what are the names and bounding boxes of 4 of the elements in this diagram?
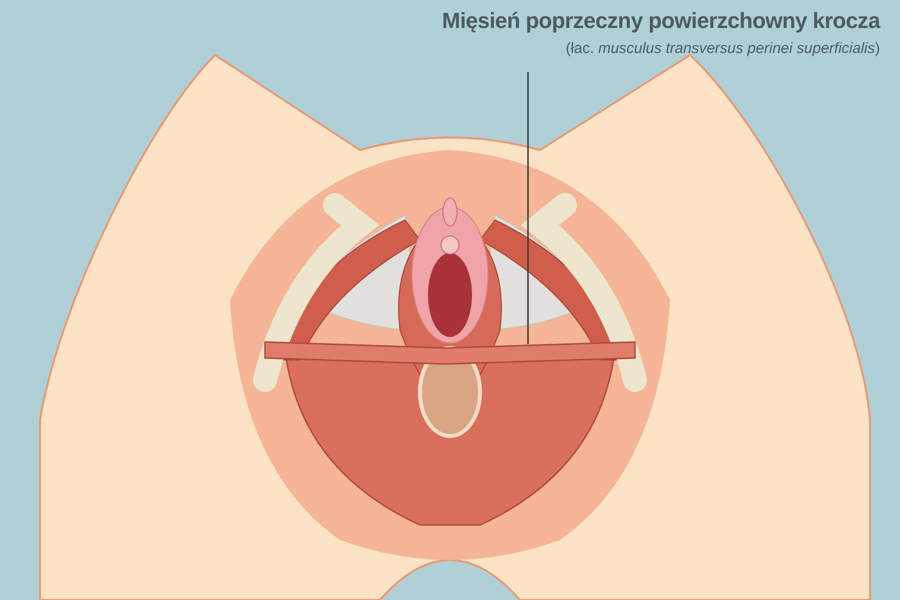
leader-line — [527, 72, 529, 344]
label-subtitle: (łac. musculus transversus perinei superficialis) — [566, 40, 880, 57]
label-title: Mięsień poprzeczny powierzchowny krocza — [442, 8, 880, 34]
muscle-band — [264, 341, 636, 365]
